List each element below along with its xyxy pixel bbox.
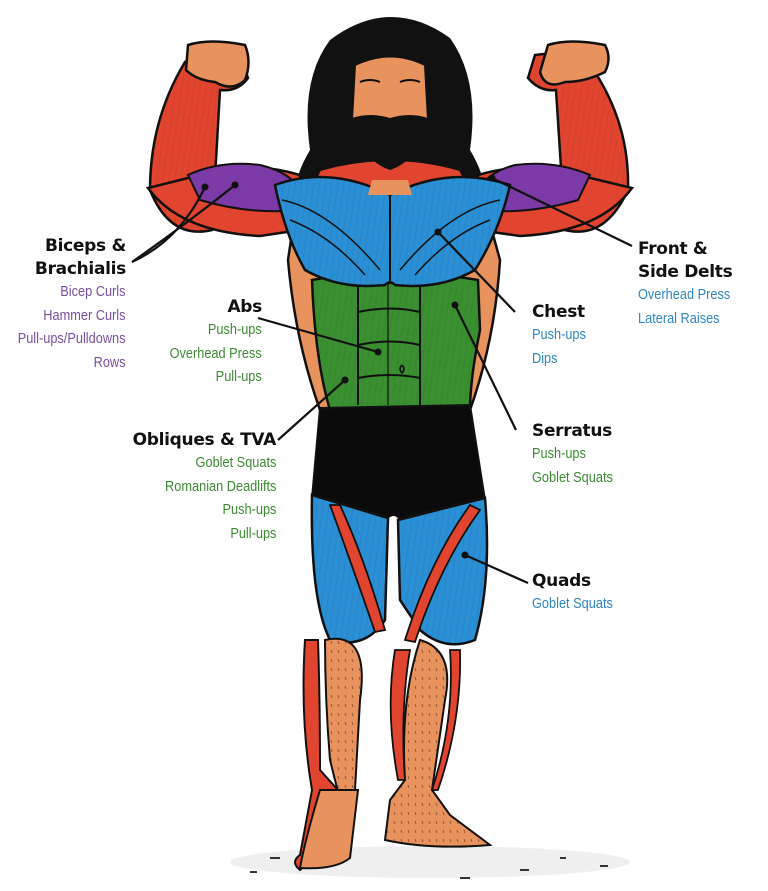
label-title: Front & — [638, 239, 708, 259]
label-title: Obliques & TVA — [132, 430, 277, 450]
label-title: Biceps & — [44, 236, 126, 256]
chest-delts-muscles — [273, 175, 512, 288]
label-chest: Chest Push-ups Dips — [532, 301, 593, 371]
label-title: Chest — [532, 302, 585, 322]
exercise-item: Push-ups — [208, 322, 262, 338]
label-title: Serratus — [532, 421, 612, 441]
exercise-item: Hammer Curls — [43, 307, 127, 324]
label-serratus: Serratus Push-ups Goblet Squats — [532, 420, 624, 490]
exercise-item: Romanian Deadlifts — [164, 478, 276, 495]
callout-lines — [131, 177, 633, 585]
exercise-item: Goblet Squats — [195, 455, 276, 471]
head — [350, 55, 430, 195]
exercise-item: Goblet Squats — [532, 596, 613, 612]
thighs — [310, 493, 489, 646]
label-title: Brachialis — [34, 259, 126, 279]
exercise-item: Bicep Curls — [60, 284, 126, 300]
label-obliques-tva: Obliques & TVA Goblet Squats Romanian De… — [132, 429, 277, 546]
label-title: Quads — [532, 571, 591, 591]
exercise-item: Push-ups — [532, 327, 586, 343]
label-front-side-delts: Front & Side Delts Overhead Press Latera… — [638, 238, 743, 331]
lower-legs — [294, 637, 493, 872]
left-arm — [145, 40, 302, 238]
label-abs: Abs Push-ups Overhead Press Pull-ups — [157, 296, 263, 390]
label-title: Side Delts — [638, 262, 733, 282]
exercise-item: Rows — [94, 354, 126, 371]
exercise-item: Overhead Press — [638, 287, 731, 303]
exercise-item: Pull-ups — [229, 525, 276, 542]
label-biceps-brachialis: Biceps & Brachialis Bicep Curls Hammer C… — [3, 235, 126, 375]
ground-shadow — [230, 846, 630, 879]
label-title: Abs — [227, 297, 262, 317]
label-quads: Quads Goblet Squats — [532, 570, 624, 617]
exercise-item: Overhead Press — [169, 345, 262, 362]
exercise-item: Pull-ups/Pulldowns — [18, 331, 126, 347]
abs-obliques-muscles — [310, 271, 482, 412]
exercise-item: Pull-ups — [215, 369, 262, 385]
exercise-item: Push-ups — [222, 502, 276, 518]
exercise-item: Goblet Squats — [532, 469, 613, 486]
exercise-item: Push-ups — [532, 446, 586, 462]
exercise-item: Lateral Raises — [638, 310, 720, 327]
exercise-item: Dips — [532, 350, 558, 367]
callout-dots — [201, 174, 496, 559]
